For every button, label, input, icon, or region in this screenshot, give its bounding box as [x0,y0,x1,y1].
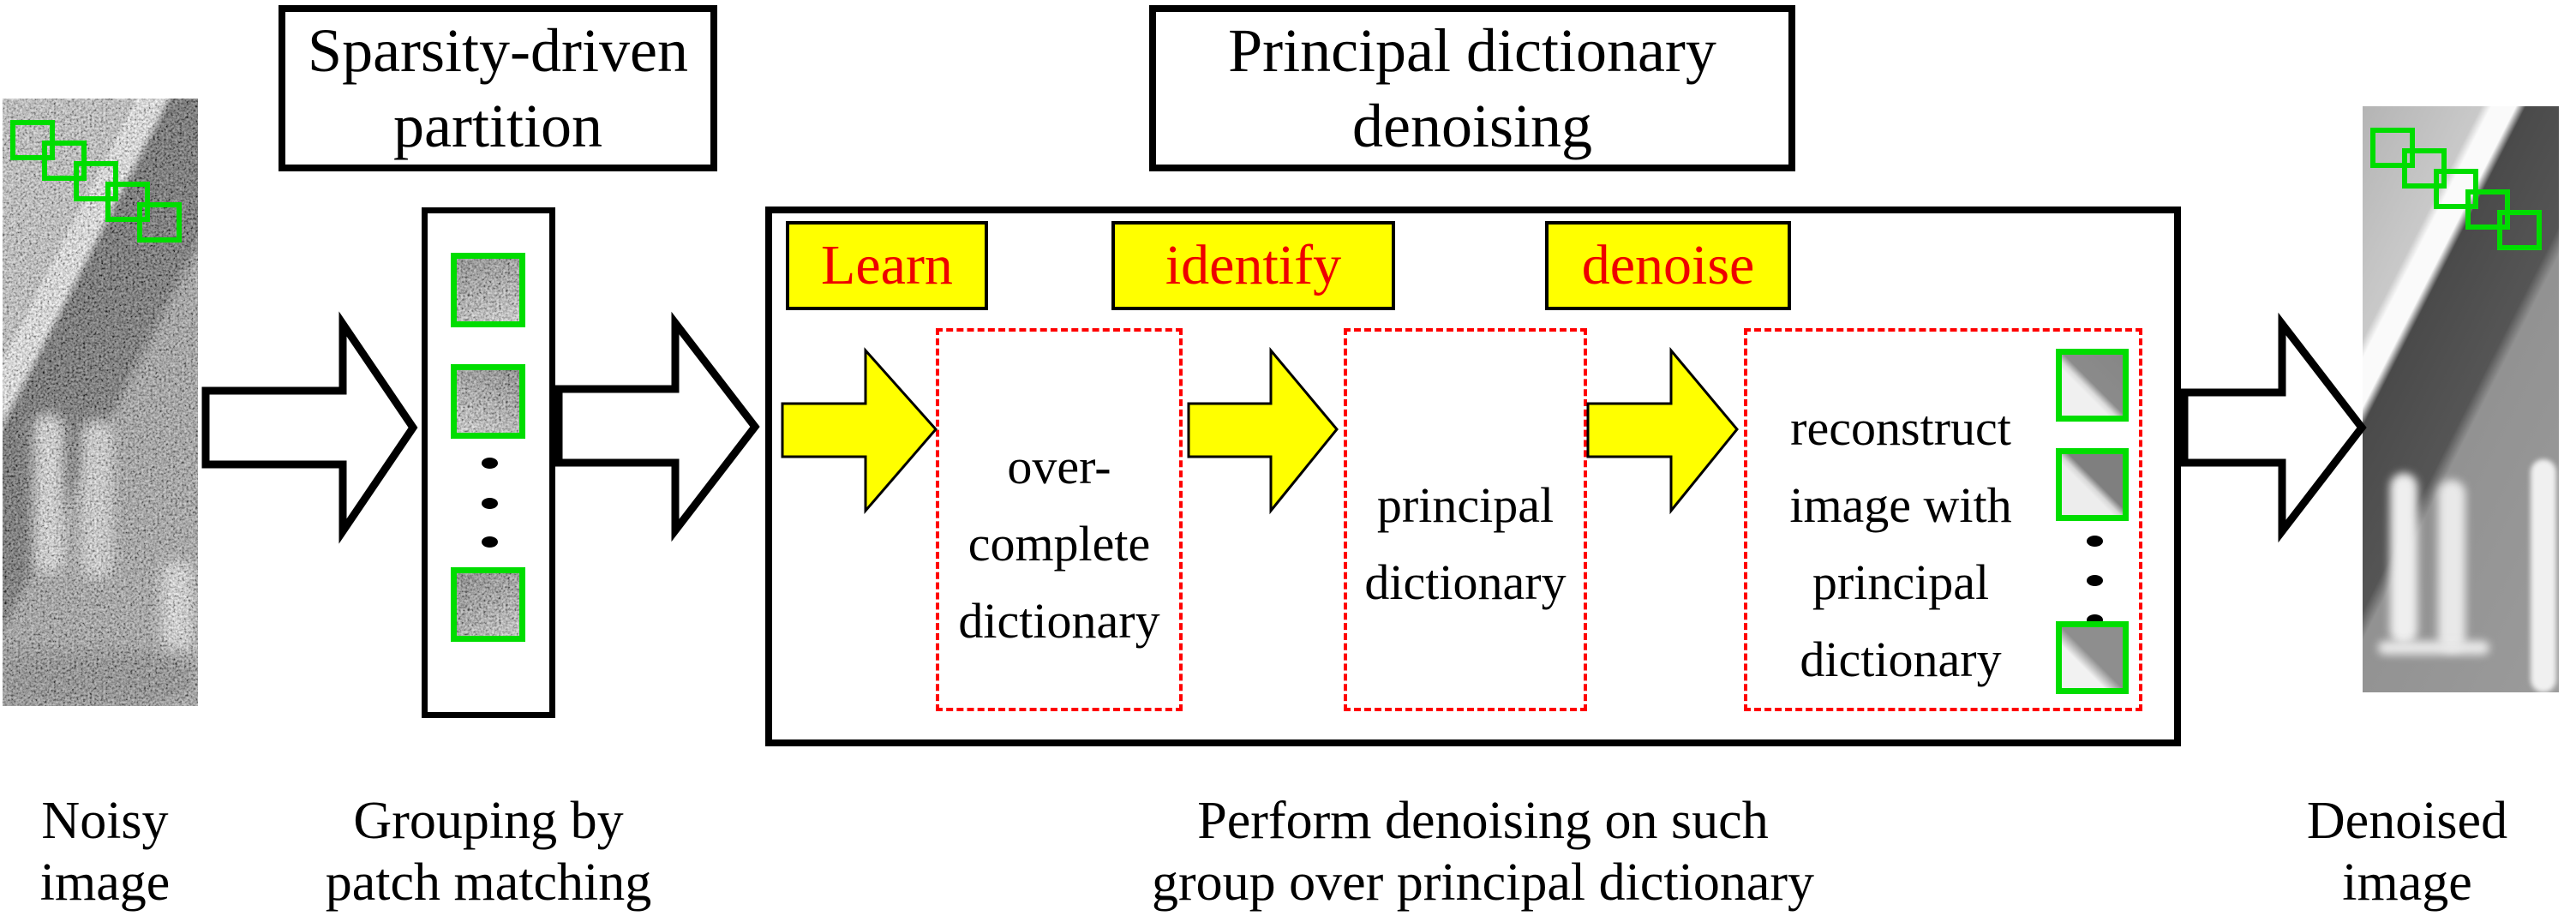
patch-marker-2 [2402,148,2447,189]
flow-arrow-group-to-box [554,311,760,542]
ellipsis-dot [482,536,498,548]
flow-arrow-noisy-to-group [201,311,418,544]
principal-dictionary-box: principal dictionary [1344,328,1587,711]
noisy-image [3,99,198,706]
patch-marker-3 [74,161,118,201]
step-denoise: denoise [1545,221,1791,310]
overcomplete-dictionary-box: over- complete dictionary [936,328,1183,711]
patch-marker-4 [2465,189,2510,230]
clean-patch-2 [2056,448,2129,521]
denoised-window-right [2438,480,2465,651]
caption-perform-denoising: Perform denoising on such group over pri… [1151,792,1815,912]
noise-overlay [457,370,519,433]
patch-marker-5 [137,202,182,242]
reconstruct-image-text: reconstruct image with principal diction… [1789,399,2012,687]
noisy-patch-1 [451,253,525,327]
principal-dictionary-title-box: Principal dictionary denoising [1149,5,1795,171]
ellipsis-dot [2087,536,2103,547]
denoised-window-sill [2378,641,2489,655]
denoised-pillar [2531,459,2556,692]
clean-patch-3-art [2062,627,2123,688]
patch-marker-1 [2370,128,2415,168]
clean-patch-1 [2056,349,2129,422]
flow-arrow-box-to-denoised [2180,312,2367,543]
denoised-window-left [2390,473,2417,644]
ellipsis-dot [482,498,498,509]
principal-dictionary-text: principal dictionary [1364,476,1567,610]
step-denoise-label: denoise [1581,234,1755,296]
noise-overlay [457,259,519,321]
step-identify: identify [1111,221,1395,310]
patch-group-column [422,207,555,718]
ellipsis-dot [482,458,498,469]
sparsity-partition-title-box: Sparsity-driven partition [279,5,717,171]
patch-marker-4 [105,182,150,222]
noisy-patch-2 [451,364,525,439]
noise-overlay [457,573,519,636]
patch-marker-3 [2434,169,2478,209]
step-learn-label: Learn [821,234,953,296]
principal-dictionary-denoising-box [765,207,2181,746]
caption-noisy-image: Noisy image [39,792,171,912]
patch-marker-5 [2497,210,2542,250]
clean-patch-2-art [2062,454,2123,515]
denoised-image [2363,106,2559,692]
ellipsis-dot [2087,575,2103,586]
noisy-patch-3 [451,567,525,642]
caption-denoised-image: Denoised image [2306,792,2508,912]
principal-dictionary-title-text: Principal dictionary denoising [1228,16,1716,160]
caption-grouping: Grouping by patch matching [325,792,652,912]
clean-patch-3 [2056,621,2129,694]
step-learn: Learn [786,221,988,310]
overcomplete-dictionary-text: over- complete dictionary [958,438,1160,649]
step-identify-label: identify [1165,234,1342,296]
patch-marker-2 [42,141,87,181]
patch-marker-1 [10,120,55,160]
sparsity-partition-title-text: Sparsity-driven partition [308,16,688,160]
clean-patch-1-art [2062,355,2123,416]
reconstruct-image-box: reconstruct image with principal diction… [1744,328,2142,711]
